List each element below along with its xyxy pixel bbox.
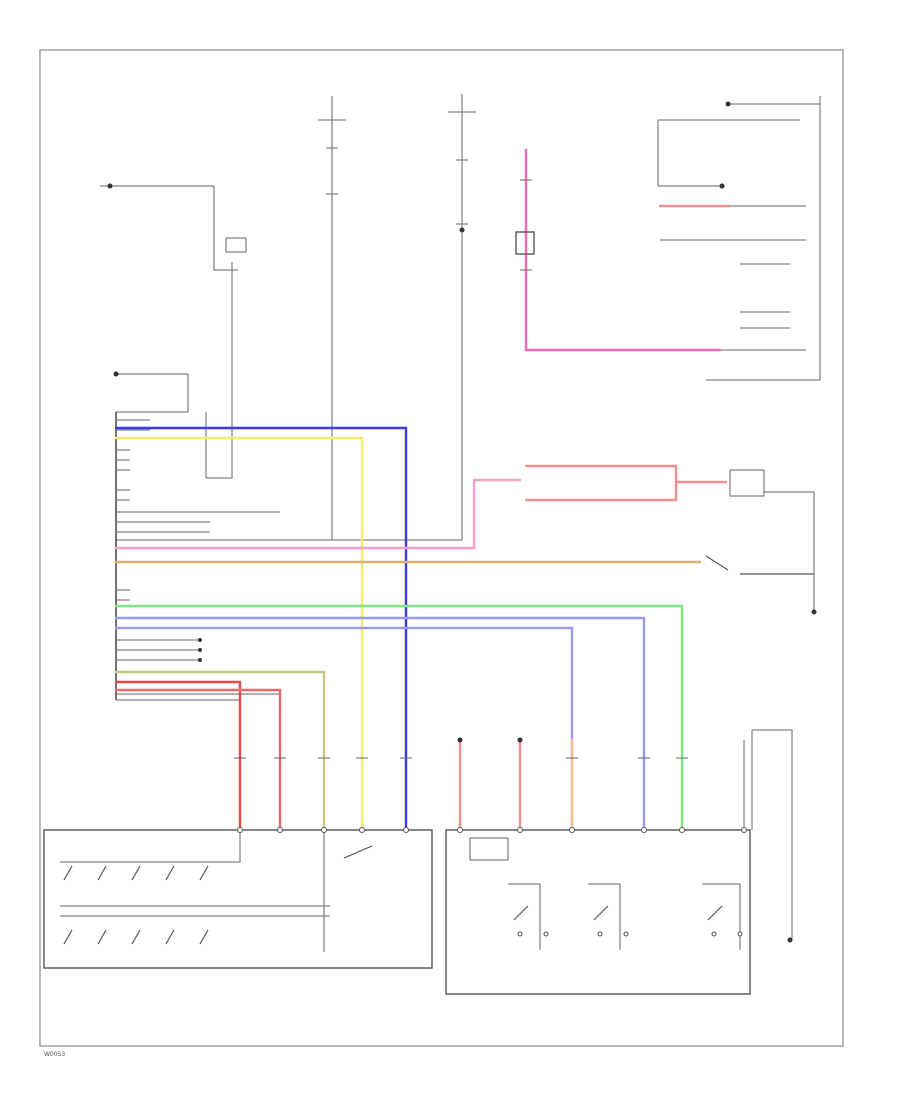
- junction-dots: [107, 101, 817, 943]
- diagram-frame: [39, 49, 844, 1047]
- footer-code: W0053: [44, 1051, 65, 1058]
- wire-olive: [114, 670, 326, 832]
- switch-contact: [705, 555, 814, 575]
- inline-connectors: [234, 147, 688, 759]
- wire-pink-mid: [114, 478, 522, 550]
- wire-red-relay: [524, 464, 678, 502]
- wire-lightblue-1: [114, 616, 646, 832]
- wire-blue: [114, 426, 408, 832]
- colored-wires: [114, 148, 732, 832]
- tcm-module: [43, 829, 433, 969]
- relay-coil: [515, 231, 535, 255]
- connector-pins: [237, 827, 747, 833]
- transfer-unit: [445, 829, 751, 995]
- wire-red-2: [114, 688, 282, 832]
- wire-green: [114, 604, 684, 832]
- wire-yellow: [114, 436, 364, 832]
- wire-pink-top: [524, 148, 722, 352]
- wire-lightblue-2: [114, 626, 574, 832]
- wire-red-1: [114, 680, 242, 832]
